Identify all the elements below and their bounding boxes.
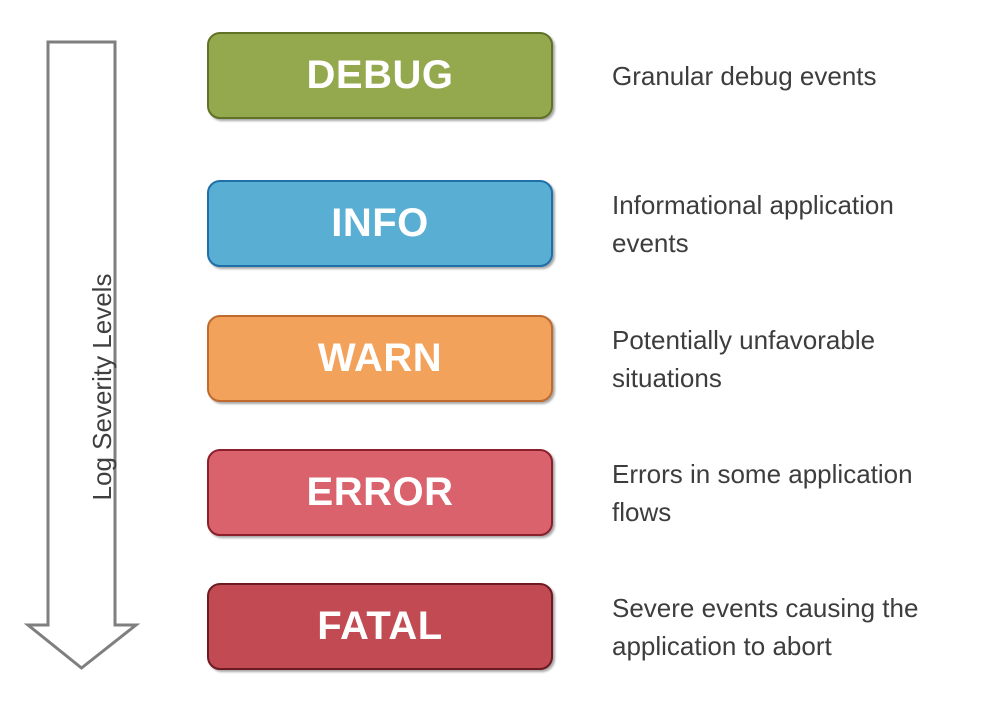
level-row-warn: WARN Potentially unfavorable situations [207, 315, 1000, 402]
level-row-debug: DEBUG Granular debug events [207, 32, 1000, 119]
level-row-info: INFO Informational application events [207, 180, 1000, 267]
arrow-label: Log Severity Levels [87, 273, 117, 501]
level-row-fatal: FATAL Severe events causing the applicat… [207, 583, 1000, 670]
level-label-info: INFO [331, 201, 429, 245]
down-arrow-icon [23, 40, 141, 670]
level-desc-warn: Potentially unfavorable situations [612, 324, 876, 393]
level-box-error: ERROR [207, 449, 553, 536]
level-label-debug: DEBUG [306, 53, 454, 97]
level-box-debug: DEBUG [207, 32, 553, 119]
level-desc-info: Informational application events [612, 189, 894, 258]
level-desc-error: Errors in some application flows [612, 458, 913, 527]
level-label-error: ERROR [306, 470, 454, 514]
level-label-warn: WARN [317, 336, 443, 380]
severity-arrow: Log Severity Levels [20, 35, 145, 680]
level-desc-debug: Granular debug events [612, 60, 877, 91]
level-row-error: ERROR Errors in some application flows [207, 449, 1000, 536]
level-box-fatal: FATAL [207, 583, 553, 670]
level-desc-fatal: Severe events causing the application to… [612, 592, 919, 661]
level-label-fatal: FATAL [317, 604, 443, 648]
level-box-info: INFO [207, 180, 553, 267]
level-box-warn: WARN [207, 315, 553, 402]
